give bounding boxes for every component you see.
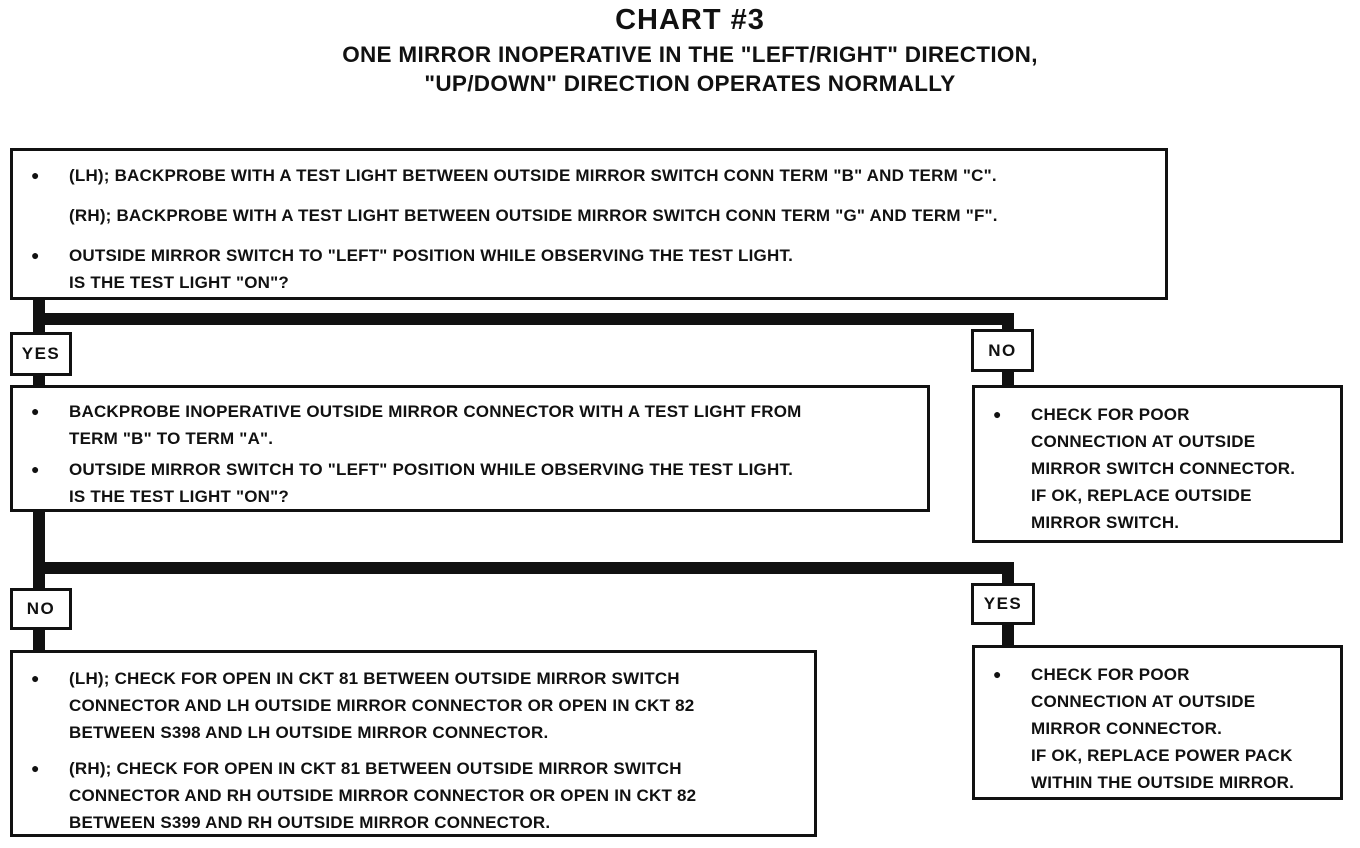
flow-item: ● CHECK FOR POOR CONNECTION AT OUTSIDE M… xyxy=(993,661,1328,796)
flow-item: ● OUTSIDE MIRROR SWITCH TO "LEFT" POSITI… xyxy=(31,456,915,510)
flow-text-line: IS THE TEST LIGHT "ON"? xyxy=(69,273,289,292)
bullet-icon: ● xyxy=(31,670,40,686)
flow-text-line: BACKPROBE INOPERATIVE OUTSIDE MIRROR CON… xyxy=(69,402,802,421)
connector-branch1-to-no1 xyxy=(1002,313,1014,332)
chart-subtitle-line1: ONE MIRROR INOPERATIVE IN THE "LEFT/RIGH… xyxy=(342,42,1038,67)
flow-text-line: CONNECTION AT OUTSIDE xyxy=(1031,692,1256,711)
bullet-icon: ● xyxy=(31,167,40,183)
flow-text-line: CHECK FOR POOR xyxy=(1031,665,1190,684)
chart-title-block: CHART #3 ONE MIRROR INOPERATIVE IN THE "… xyxy=(20,6,1360,101)
flow-text-line: IF OK, REPLACE OUTSIDE xyxy=(1031,486,1252,505)
flow-box-check-switch-connector: ● CHECK FOR POOR CONNECTION AT OUTSIDE M… xyxy=(972,385,1343,543)
bullet-icon: ● xyxy=(993,406,1002,422)
decision-label-no-2: NO xyxy=(10,588,72,630)
flow-text-line: CHECK FOR POOR xyxy=(1031,405,1190,424)
bullet-icon: ● xyxy=(31,760,40,776)
connector-no1-to-box3 xyxy=(1002,369,1014,388)
flow-text-line: TERM "B" TO TERM "A". xyxy=(69,429,274,448)
flow-text-line: MIRROR SWITCH. xyxy=(1031,513,1180,532)
flow-box-check-for-open-circuits: ● (LH); CHECK FOR OPEN IN CKT 81 BETWEEN… xyxy=(10,650,817,837)
connector-box2-to-no2 xyxy=(33,510,45,591)
flow-item: ● (LH); CHECK FOR OPEN IN CKT 81 BETWEEN… xyxy=(31,665,802,746)
flow-item: ● (RH); CHECK FOR OPEN IN CKT 81 BETWEEN… xyxy=(31,755,802,836)
flow-text-line: BETWEEN S398 AND LH OUTSIDE MIRROR CONNE… xyxy=(69,723,549,742)
flow-box-check-mirror-connector: ● CHECK FOR POOR CONNECTION AT OUTSIDE M… xyxy=(972,645,1343,800)
connector-branch2-horizontal xyxy=(33,562,1014,574)
flow-text-line: WITHIN THE OUTSIDE MIRROR. xyxy=(1031,773,1295,792)
connector-yes2-to-box5 xyxy=(1002,622,1014,647)
bullet-icon: ● xyxy=(31,403,40,419)
chart-number: CHART #3 xyxy=(615,4,765,36)
decision-label-yes-2: YES xyxy=(971,583,1035,625)
flow-item: (RH); BACKPROBE WITH A TEST LIGHT BETWEE… xyxy=(31,202,1153,229)
chart-subtitle-line2: "UP/DOWN" DIRECTION OPERATES NORMALLY xyxy=(424,70,956,96)
flow-item: ● BACKPROBE INOPERATIVE OUTSIDE MIRROR C… xyxy=(31,398,915,452)
flow-text-line: (LH); BACKPROBE WITH A TEST LIGHT BETWEE… xyxy=(69,166,997,185)
flow-text-line: MIRROR CONNECTOR. xyxy=(1031,719,1223,738)
flow-text-line: (RH); CHECK FOR OPEN IN CKT 81 BETWEEN O… xyxy=(69,759,682,778)
flow-text-line: OUTSIDE MIRROR SWITCH TO "LEFT" POSITION… xyxy=(69,246,794,265)
flow-box-test-light-switch-conn: ● (LH); BACKPROBE WITH A TEST LIGHT BETW… xyxy=(10,148,1168,300)
decision-label-yes-1: YES xyxy=(10,332,72,376)
flow-text-line: (LH); CHECK FOR OPEN IN CKT 81 BETWEEN O… xyxy=(69,669,680,688)
flow-text-line: IS THE TEST LIGHT "ON"? xyxy=(69,487,289,506)
flow-text-line: BETWEEN S399 AND RH OUTSIDE MIRROR CONNE… xyxy=(69,813,551,832)
flow-box-backprobe-mirror-connector: ● BACKPROBE INOPERATIVE OUTSIDE MIRROR C… xyxy=(10,385,930,512)
connector-yes1-to-box2 xyxy=(33,373,45,388)
bullet-icon: ● xyxy=(31,461,40,477)
flow-item: ● CHECK FOR POOR CONNECTION AT OUTSIDE M… xyxy=(993,401,1328,536)
flow-text-line: CONNECTION AT OUTSIDE xyxy=(1031,432,1256,451)
connector-branch1-horizontal xyxy=(33,313,1014,325)
flow-text-line: MIRROR SWITCH CONNECTOR. xyxy=(1031,459,1296,478)
flow-item: ● OUTSIDE MIRROR SWITCH TO "LEFT" POSITI… xyxy=(31,242,1153,296)
flow-text-line: (RH); BACKPROBE WITH A TEST LIGHT BETWEE… xyxy=(69,206,998,225)
bullet-icon: ● xyxy=(993,666,1002,682)
connector-no2-to-box4 xyxy=(33,627,45,652)
decision-label-no-1: NO xyxy=(971,329,1034,372)
flow-text-line: CONNECTOR AND LH OUTSIDE MIRROR CONNECTO… xyxy=(69,696,695,715)
bullet-icon: ● xyxy=(31,247,40,263)
flow-item: ● (LH); BACKPROBE WITH A TEST LIGHT BETW… xyxy=(31,162,1153,189)
flow-text-line: IF OK, REPLACE POWER PACK xyxy=(1031,746,1293,765)
flow-text-line: OUTSIDE MIRROR SWITCH TO "LEFT" POSITION… xyxy=(69,460,794,479)
flow-text-line: CONNECTOR AND RH OUTSIDE MIRROR CONNECTO… xyxy=(69,786,697,805)
connector-branch2-to-yes2 xyxy=(1002,562,1014,586)
